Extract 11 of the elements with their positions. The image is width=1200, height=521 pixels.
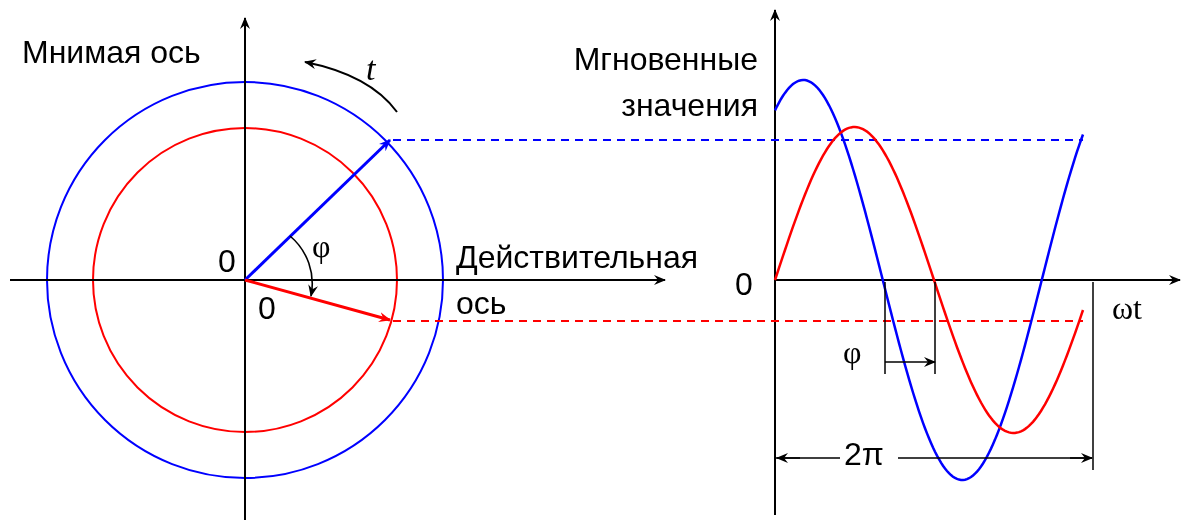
label: φ [843, 336, 862, 368]
label: Мнимая ось [22, 36, 201, 68]
label: φ [312, 230, 331, 262]
label: Действительная ось [456, 238, 696, 324]
label: 2π [844, 438, 884, 470]
label: t [366, 52, 376, 86]
label: 0 [218, 245, 236, 277]
label: ωt [1112, 292, 1142, 324]
label: Мгновенные значения [572, 40, 758, 126]
label: 0 [258, 292, 276, 324]
label: 0 [735, 268, 753, 300]
